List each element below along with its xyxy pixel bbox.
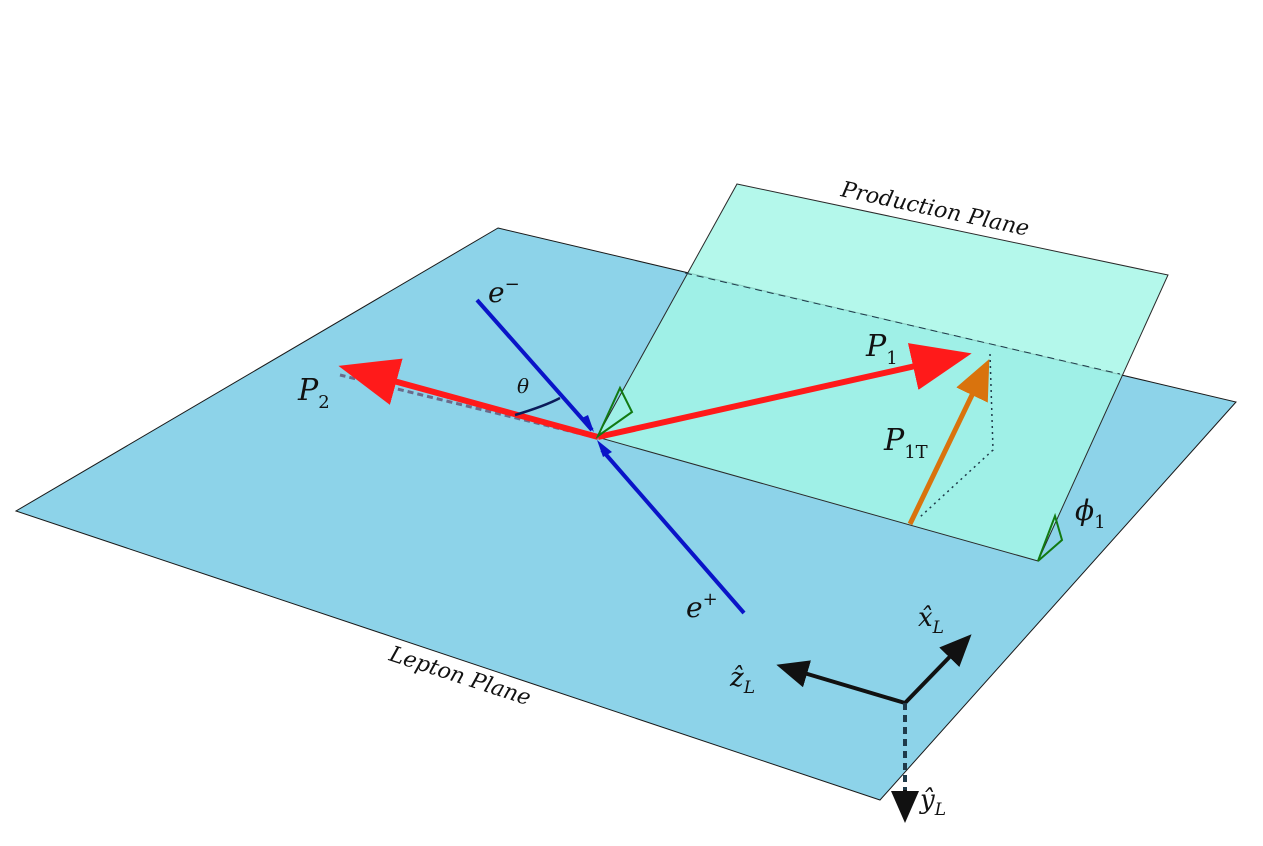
theta-label: θ [517, 374, 529, 398]
phi1-label-sub: 1 [1094, 512, 1105, 533]
positron-label: e+ [686, 589, 718, 624]
p1t-arrow [907, 358, 990, 526]
p1t-label-sub: 1T [904, 442, 927, 463]
p2-label-main: P [297, 373, 319, 408]
p1-arrow [597, 343, 972, 440]
positron-label-sup: + [703, 589, 718, 610]
phi1-label: ϕ1 [1075, 494, 1106, 533]
x-axis-arrow [903, 634, 972, 705]
y-axis-label-main: ŷ [919, 785, 935, 815]
projection-dotted-line [919, 353, 994, 518]
electron-label: e− [488, 274, 520, 309]
p2-arrow [338, 358, 599, 440]
phi1-label-main: ϕ [1075, 494, 1094, 527]
electron-label-main: e [488, 276, 505, 309]
p1t-label-main: P [883, 423, 905, 458]
p1-label: P1 [865, 329, 898, 369]
p2-label: P2 [297, 373, 330, 413]
x-axis-label-main: x̂ [918, 603, 933, 633]
theta-arc [514, 396, 561, 417]
p1-label-main: P [865, 329, 887, 364]
z-axis-label: ẑL [729, 663, 755, 698]
electron-label-sup: − [505, 274, 520, 295]
p1-label-sub: 1 [886, 348, 897, 369]
p2-label-sub: 2 [318, 392, 329, 413]
positron-label-main: e [686, 591, 703, 624]
phi1-arc-origin [595, 385, 634, 439]
phi1-arc-edge [1037, 512, 1064, 562]
x-axis-label-sub: L [932, 618, 944, 638]
plane-reference-dashed-line [684, 272, 1121, 375]
z-axis-arrow [776, 660, 906, 705]
x-axis-label: x̂L [918, 603, 944, 638]
electron-beam-arrowhead [580, 415, 594, 432]
positron-beam-arrowhead [597, 440, 612, 457]
z-axis-label-sub: L [743, 678, 755, 698]
y-axis-label: ŷL [919, 785, 946, 820]
z-axis-label-main: ẑ [729, 663, 744, 693]
p1t-label: P1T [883, 423, 928, 463]
electron-beam-line [475, 298, 594, 432]
y-axis-label-sub: L [934, 800, 946, 820]
positron-beam-line [600, 448, 746, 615]
